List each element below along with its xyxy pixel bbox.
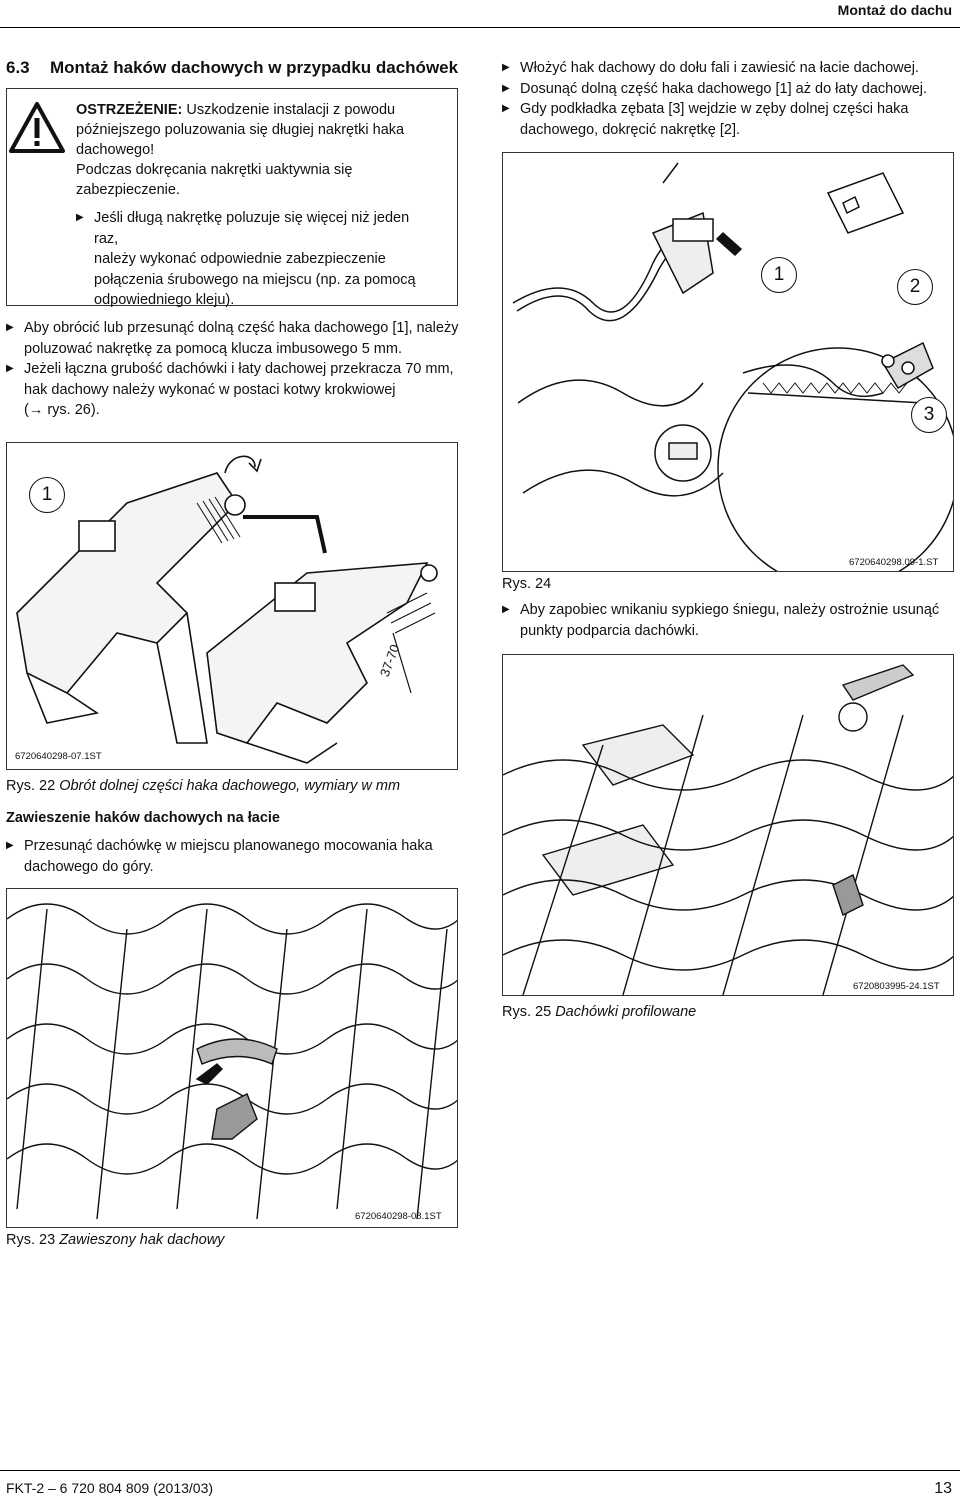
- step-slide-tile: Przesunąć dachówkę w miejscu planowanego…: [6, 836, 466, 877]
- subheading-hanging-hooks: Zawieszenie haków dachowych na łacie: [6, 810, 280, 826]
- footer-rule: [0, 1470, 960, 1471]
- warning-line: późniejszego poluzowania się długiej nak…: [76, 122, 405, 138]
- fig23-code: 6720640298-08.1ST: [355, 1211, 442, 1222]
- hook-on-batten-illustration: [512, 162, 953, 571]
- caption-prefix: Rys. 25: [502, 1004, 552, 1020]
- roof-hook-rotation-illustration: [16, 455, 438, 764]
- step-tighten-nut: Gdy podkładka zębata [3] wejdzie w zęby …: [502, 99, 952, 140]
- fig25-caption: Rys. 25 Dachówki profilowane: [502, 1004, 696, 1020]
- fig24-label-2: 2: [897, 269, 933, 305]
- right-steps: Włożyć hak dachowy do dołu fali i zawies…: [502, 58, 952, 140]
- step-line: Aby zapobiec wnikaniu sypkiego śniegu, n…: [520, 602, 940, 618]
- warning-icon: [8, 100, 66, 156]
- hung-roof-hook-illustration: [7, 903, 457, 1220]
- warning-line: Uszkodzenie instalacji z powodu: [186, 102, 396, 118]
- warning-label: OSTRZEŻENIE:: [76, 102, 183, 118]
- fig24-label-3: 3: [911, 397, 947, 433]
- step-remove-supports: Aby zapobiec wnikaniu sypkiego śniegu, n…: [502, 600, 952, 641]
- profiled-tiles-illustration: [503, 664, 953, 995]
- step-line: należy wykonać odpowiednie zabezpieczeni…: [94, 251, 386, 267]
- caption-prefix: Rys. 23: [6, 1232, 56, 1248]
- step-push-lower-part: Dosunąć dolną część haka dachowego [1] a…: [502, 79, 952, 100]
- section-title: Montaż haków dachowych w przypadku dachó…: [50, 58, 459, 77]
- step-line: (→ rys. 26).: [24, 402, 100, 418]
- section-heading: 6.3 Montaż haków dachowych w przypadku da…: [6, 58, 458, 78]
- header-rule: [0, 27, 960, 28]
- step-line: Gdy podkładka zębata [3] wejdzie w zęby …: [520, 101, 909, 117]
- fig24-label-1: 1: [761, 257, 797, 293]
- page-number: 13: [934, 1480, 952, 1497]
- caption-prefix: Rys. 22: [6, 778, 56, 794]
- caption-text: Obrót dolnej części haka dachowego, wymi…: [59, 778, 401, 794]
- caption-text: Zawieszony hak dachowy: [59, 1232, 225, 1248]
- figure-25: 6720803995-24.1ST: [502, 654, 954, 996]
- step-line: połączenia śrubowego na miejscu (np. za …: [94, 271, 416, 288]
- step-line: dachowego do góry.: [24, 858, 154, 875]
- right-step-4: Aby zapobiec wnikaniu sypkiego śniegu, n…: [502, 600, 952, 641]
- running-header: Montaż do dachu: [837, 2, 952, 18]
- footer-doc-id: FKT-2 – 6 720 804 809 (2013/03): [6, 1480, 214, 1496]
- fig22-code: 6720640298-07.1ST: [15, 751, 102, 762]
- warning-line: Podczas dokręcania nakrętki uaktywnia si…: [76, 162, 353, 178]
- fig25-code: 6720803995-24.1ST: [853, 981, 940, 992]
- step-line: dachowego, dokręcić nakrętkę [2].: [520, 121, 741, 138]
- step-line: Jeśli długą nakrętkę poluzuje się więcej…: [94, 210, 410, 247]
- left-step-3: Przesunąć dachówkę w miejscu planowanego…: [6, 836, 466, 877]
- figure-22: 1 37-70 6720640298-07.1ST: [6, 442, 458, 770]
- caption-text: Dachówki profilowane: [555, 1004, 697, 1020]
- fig22-label-1: 1: [29, 477, 65, 513]
- fig24-code: 6720640298.09-1.ST: [849, 557, 939, 568]
- step-line: punkty podparcia dachówki.: [520, 622, 699, 639]
- warning-step: Jeśli długą nakrętkę poluzuje się więcej…: [76, 208, 436, 311]
- step-line: Przesunąć dachówkę w miejscu planowanego…: [24, 838, 433, 854]
- figure-24: 1 2 3 6720640298.09-1.ST: [502, 152, 954, 572]
- fig23-caption: Rys. 23 Zawieszony hak dachowy: [6, 1232, 224, 1248]
- warning-line: zabezpieczenie.: [76, 182, 180, 198]
- left-steps: Aby obrócić lub przesunąć dolną część ha…: [6, 318, 466, 421]
- step-line: odpowiedniego kleju).: [94, 292, 235, 308]
- fig24-caption: Rys. 24: [502, 576, 551, 592]
- step-insert-hook: Włożyć hak dachowy do dołu fali i zawies…: [502, 58, 952, 79]
- step-line: poluzować nakrętkę za pomocą klucza imbu…: [24, 340, 402, 357]
- step-thickness: Jeżeli łączna grubość dachówki i łaty da…: [6, 359, 466, 421]
- step-line: hak dachowy należy wykonać w postaci kot…: [24, 381, 396, 398]
- fig22-caption: Rys. 22 Obrót dolnej części haka dachowe…: [6, 778, 400, 794]
- section-number: 6.3: [6, 58, 30, 77]
- step-line: Jeżeli łączna grubość dachówki i łaty da…: [24, 361, 454, 377]
- warning-text: OSTRZEŻENIE: Uszkodzenie instalacji z po…: [76, 100, 436, 311]
- warning-line: dachowego!: [76, 142, 155, 158]
- step-loosen-nut: Aby obrócić lub przesunąć dolną część ha…: [6, 318, 466, 359]
- caption-prefix: Rys. 24: [502, 576, 552, 592]
- step-line: Aby obrócić lub przesunąć dolną część ha…: [24, 320, 459, 336]
- figure-23: 6720640298-08.1ST: [6, 888, 458, 1228]
